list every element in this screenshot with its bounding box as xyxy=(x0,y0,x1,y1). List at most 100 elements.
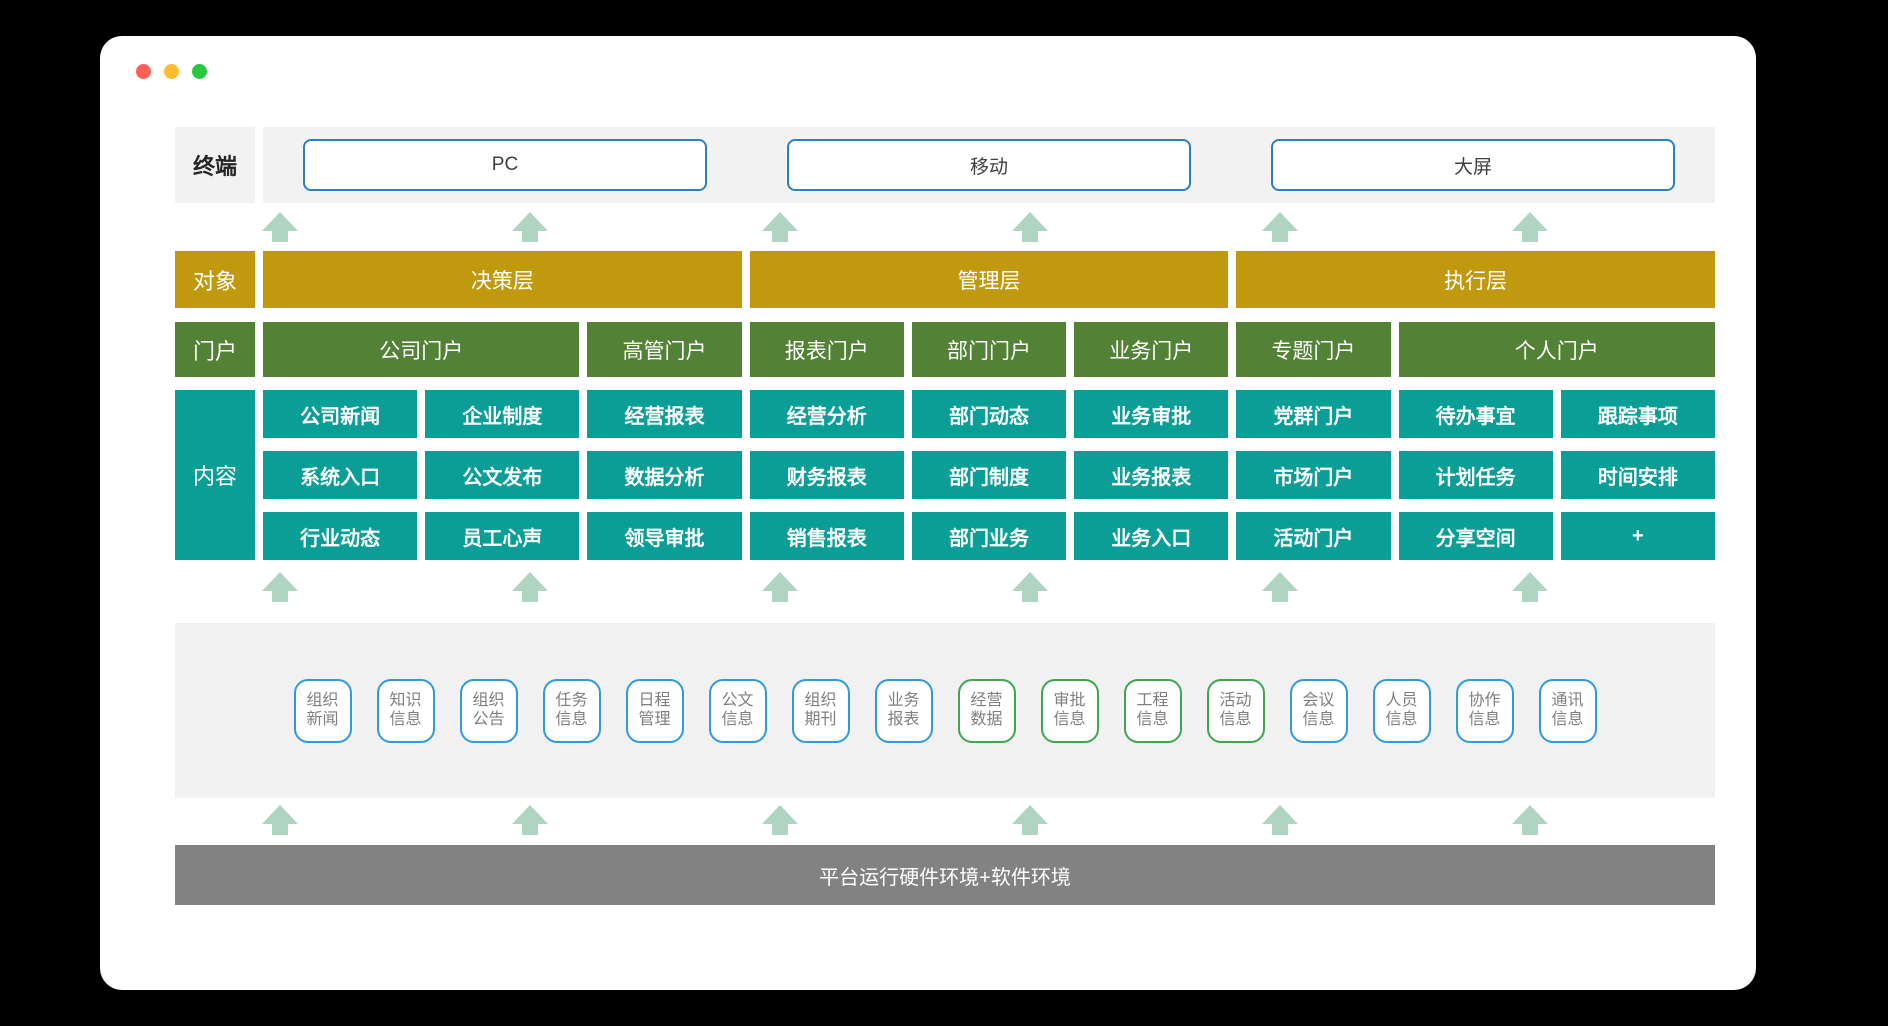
portal-box-0: 公司门户 xyxy=(263,322,580,377)
up-arrow-icon xyxy=(1012,572,1048,602)
up-arrow-stem xyxy=(1522,231,1538,242)
minimize-button[interactable] xyxy=(164,64,179,79)
up-arrow-icon xyxy=(762,805,798,835)
up-arrow-icon xyxy=(512,805,548,835)
up-arrow-icon xyxy=(1512,212,1548,242)
up-arrow-cap xyxy=(1012,805,1048,824)
up-arrow-cap xyxy=(1512,212,1548,231)
content-cell-0-6: 党群门户 xyxy=(1236,390,1391,438)
up-arrow-stem xyxy=(1272,824,1288,835)
arrow-row-content xyxy=(175,571,1715,603)
content-cell-2-8: + xyxy=(1560,512,1715,560)
up-arrow-cap xyxy=(262,805,298,824)
source-box-11: 活动 信息 xyxy=(1206,678,1265,743)
content-cell-0-4: 部门动态 xyxy=(911,390,1067,438)
arrow-row-platform xyxy=(175,804,1715,835)
up-arrow-stem xyxy=(772,231,788,242)
content-cell-2-0: 行业动态 xyxy=(263,512,418,560)
source-box-1: 知识 信息 xyxy=(376,678,435,743)
up-arrow-icon xyxy=(262,572,298,602)
up-arrow-cap xyxy=(512,572,548,591)
up-arrow-stem xyxy=(272,824,288,835)
up-arrow-stem xyxy=(1022,231,1038,242)
up-arrow-cap xyxy=(762,805,798,824)
source-box-10: 工程 信息 xyxy=(1123,678,1182,743)
up-arrow-icon xyxy=(1012,212,1048,242)
portal-box-5: 专题门户 xyxy=(1236,322,1391,377)
content-cell-0-5: 业务审批 xyxy=(1074,390,1229,438)
portal-box-1: 高管门户 xyxy=(587,322,742,377)
content-cell-2-4: 部门业务 xyxy=(911,512,1067,560)
close-button[interactable] xyxy=(136,64,151,79)
up-arrow-stem xyxy=(522,231,538,242)
up-arrow-cap xyxy=(1512,805,1548,824)
source-box-7: 业务 报表 xyxy=(874,678,933,743)
object-group-1: 管理层 xyxy=(749,251,1229,308)
content-cell-0-8: 跟踪事项 xyxy=(1560,390,1715,438)
up-arrow-stem xyxy=(1022,591,1038,602)
content-cell-2-7: 分享空间 xyxy=(1398,512,1553,560)
terminal-device-0: PC xyxy=(303,139,707,191)
content-cell-2-5: 业务入口 xyxy=(1074,512,1229,560)
content-cell-1-5: 业务报表 xyxy=(1074,451,1229,499)
content-cell-2-6: 活动门户 xyxy=(1236,512,1391,560)
portal-box-6: 个人门户 xyxy=(1398,322,1715,377)
content-cell-2-3: 销售报表 xyxy=(749,512,904,560)
content-cell-0-2: 经营报表 xyxy=(587,390,742,438)
up-arrow-icon xyxy=(512,212,548,242)
up-arrow-stem xyxy=(1522,824,1538,835)
up-arrow-icon xyxy=(512,572,548,602)
up-arrow-cap xyxy=(1262,212,1298,231)
zoom-button[interactable] xyxy=(192,64,207,79)
source-box-9: 审批 信息 xyxy=(1040,678,1099,743)
up-arrow-stem xyxy=(272,231,288,242)
portal-box-2: 报表门户 xyxy=(749,322,904,377)
content-row: 内容 公司新闻企业制度经营报表经营分析部门动态业务审批党群门户待办事宜跟踪事项系… xyxy=(175,390,1715,560)
up-arrow-cap xyxy=(262,212,298,231)
object-row-label: 对象 xyxy=(175,251,255,308)
content-cell-0-1: 企业制度 xyxy=(425,390,580,438)
up-arrow-cap xyxy=(512,212,548,231)
portal-box-3: 部门门户 xyxy=(911,322,1067,377)
up-arrow-stem xyxy=(522,824,538,835)
source-box-2: 组织 公告 xyxy=(459,678,518,743)
source-box-13: 人员 信息 xyxy=(1372,678,1431,743)
source-box-5: 公文 信息 xyxy=(708,678,767,743)
terminal-device-2: 大屏 xyxy=(1271,139,1675,191)
source-box-6: 组织 期刊 xyxy=(791,678,850,743)
terminal-device-1: 移动 xyxy=(787,139,1191,191)
up-arrow-stem xyxy=(772,824,788,835)
content-cell-0-7: 待办事宜 xyxy=(1398,390,1553,438)
content-row-label: 内容 xyxy=(175,390,255,560)
up-arrow-cap xyxy=(512,805,548,824)
content-cell-0-3: 经营分析 xyxy=(749,390,904,438)
content-cell-1-3: 财务报表 xyxy=(749,451,904,499)
portal-row: 门户 公司门户高管门户报表门户部门门户业务门户专题门户个人门户 xyxy=(175,322,1715,377)
terminal-strip: PC 移动 大屏 xyxy=(263,127,1715,203)
up-arrow-cap xyxy=(762,572,798,591)
up-arrow-icon xyxy=(1512,572,1548,602)
up-arrow-stem xyxy=(772,591,788,602)
arrow-row-terminal xyxy=(175,211,1715,243)
content-cell-1-4: 部门制度 xyxy=(911,451,1067,499)
up-arrow-icon xyxy=(1012,805,1048,835)
up-arrow-icon xyxy=(1262,212,1298,242)
portal-row-label: 门户 xyxy=(175,322,255,377)
up-arrow-stem xyxy=(272,591,288,602)
up-arrow-icon xyxy=(262,805,298,835)
data-source-panel: 组织 新闻知识 信息组织 公告任务 信息日程 管理公文 信息组织 期刊业务 报表… xyxy=(175,623,1715,798)
content-cell-1-6: 市场门户 xyxy=(1236,451,1391,499)
content-cell-1-7: 计划任务 xyxy=(1398,451,1553,499)
source-box-12: 会议 信息 xyxy=(1289,678,1348,743)
object-group-2: 执行层 xyxy=(1236,251,1715,308)
source-box-0: 组织 新闻 xyxy=(293,678,352,743)
up-arrow-icon xyxy=(1262,805,1298,835)
up-arrow-cap xyxy=(1012,212,1048,231)
up-arrow-icon xyxy=(762,572,798,602)
platform-bar-label: 平台运行硬件环境+软件环境 xyxy=(819,866,1071,889)
up-arrow-cap xyxy=(1262,572,1298,591)
up-arrow-cap xyxy=(1012,572,1048,591)
